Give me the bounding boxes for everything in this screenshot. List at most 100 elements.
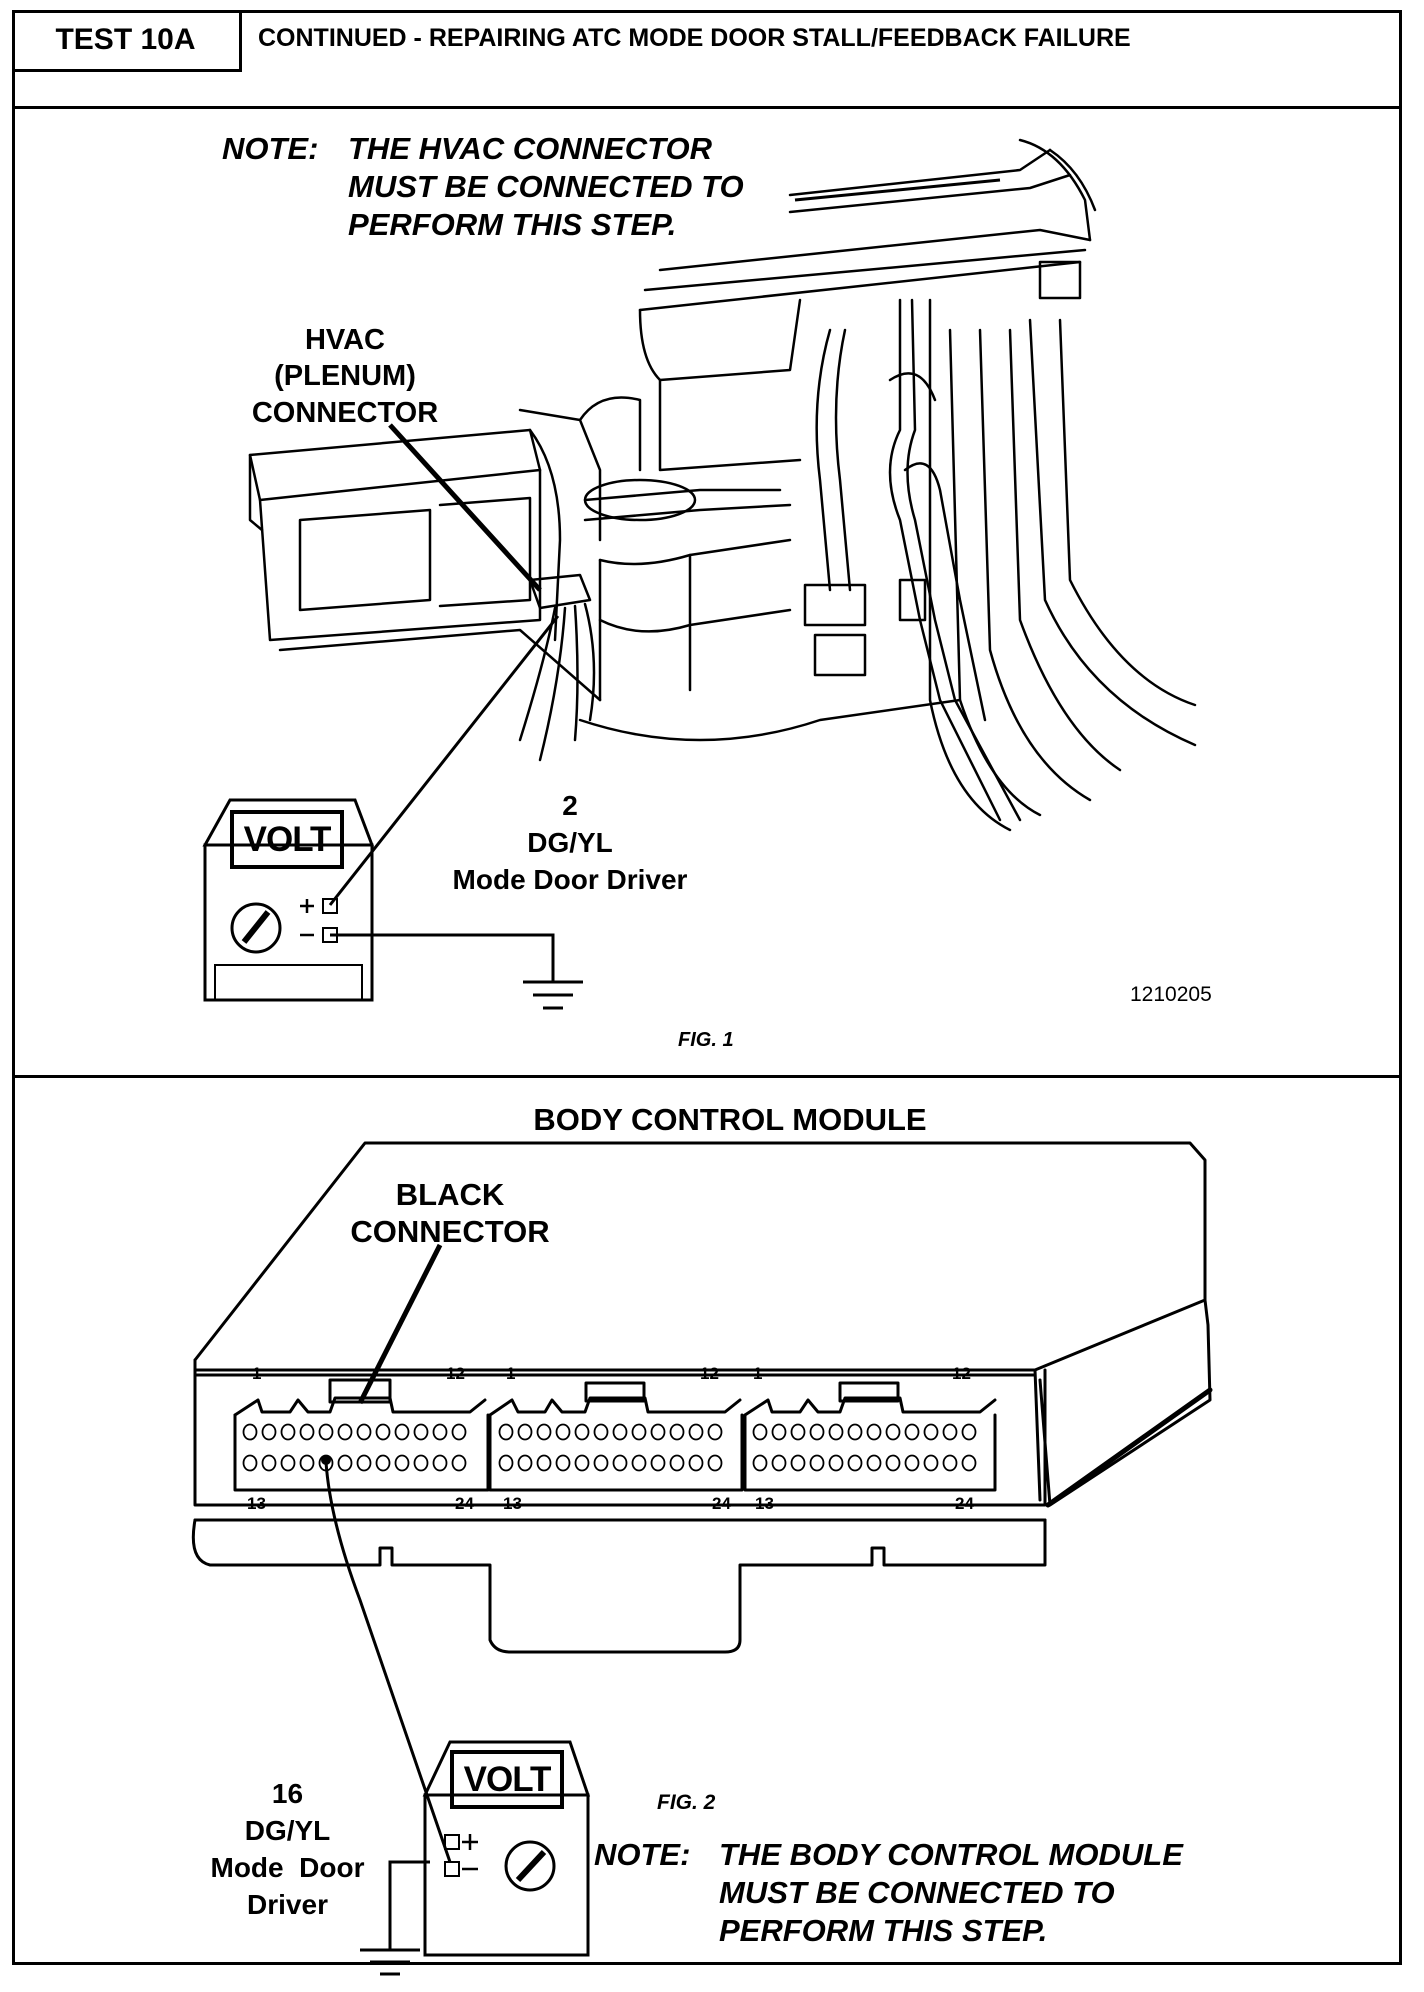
pin-label-top: 1: [753, 1364, 763, 1383]
fig1-connector-label: HVAC (PLENUM) CONNECTOR: [220, 322, 470, 431]
connector-pin-cavity: [961, 1423, 977, 1441]
fig1-dash-rib: [638, 260, 1082, 312]
connector-pin-cavity: [498, 1454, 514, 1472]
fig1-caption: FIG. 1: [678, 1029, 734, 1051]
bcm-right-face: [1038, 1298, 1212, 1507]
fig1-cowl-panel: [978, 328, 1092, 802]
connector-pin-cavity: [394, 1454, 410, 1472]
fig2-ground-wire: [388, 1860, 430, 1950]
connector-pin-cavity: [904, 1423, 920, 1441]
fig2-ground-symbol: [360, 1948, 420, 1976]
connector-pin-cavity: [809, 1454, 825, 1472]
fig2-connector-leader: [357, 1243, 443, 1405]
connector-pin-cavity: [261, 1454, 277, 1472]
connector-pin-cavity: [866, 1423, 882, 1441]
connector-pin-cavity: [631, 1423, 647, 1441]
pin-label-top: 1: [506, 1364, 516, 1383]
connector-pin-cavity: [771, 1454, 787, 1472]
connector-pin-cavity: [650, 1423, 666, 1441]
connector-pin-cavity: [866, 1454, 882, 1472]
fig1-plenum-housing: [598, 538, 792, 566]
fig1-ground-symbol: [523, 980, 583, 1010]
fig1-dash-rib: [658, 228, 1092, 272]
connector-pin-cavity: [394, 1423, 410, 1441]
connector-pin-cavity: [790, 1423, 806, 1441]
fig2-connector-label-line: CONNECTOR: [350, 1214, 550, 1250]
fig1-harness: [888, 372, 937, 402]
connector-pin-cavity: [771, 1423, 787, 1441]
connector-pin-cavity: [650, 1454, 666, 1472]
connector-pin-cavity: [242, 1423, 258, 1441]
fig1-plenum-housing: [578, 698, 962, 742]
pin-label-bottom: 13: [247, 1494, 266, 1513]
connector-pin-cavity: [432, 1454, 448, 1472]
figure-divider: [12, 1075, 1402, 1078]
connector-pin-cavity: [318, 1423, 334, 1441]
fig2-title: BODY CONTROL MODULE: [533, 1102, 927, 1137]
pin-label-top: 12: [700, 1364, 719, 1383]
pin-label-top: 1: [252, 1364, 262, 1383]
fig1-inline-connector: [803, 583, 867, 627]
fig2-wire-label: 16 DG/YL Mode Door Driver: [180, 1776, 395, 1924]
fig1-voltmeter: [202, 798, 375, 1002]
bcm-edge: [1045, 1387, 1213, 1508]
connector-pin-cavity: [707, 1454, 723, 1472]
bcm-pin-grid: [242, 1423, 977, 1472]
fig1-connector-wires: [518, 606, 557, 742]
connector-pin-cavity: [885, 1454, 901, 1472]
fig2-note-line: THE BODY CONTROL MODULE: [719, 1837, 1183, 1872]
connector-pin-cavity: [688, 1454, 704, 1472]
connector-pin-cavity: [669, 1423, 685, 1441]
fig1-ground-wire: [330, 933, 555, 982]
fig1-wire-function: Mode Door Driver: [452, 863, 688, 895]
fig2-note-line: MUST BE CONNECTED TO: [719, 1874, 1115, 1910]
connector-pin-cavity: [752, 1423, 768, 1441]
connector-pin-cavity: [413, 1454, 429, 1472]
fig1-harness: [834, 328, 852, 592]
fig2-wire-color: DG/YL: [244, 1814, 331, 1846]
fig1-dash-rib: [788, 148, 1052, 197]
connector-pin-cavity: [885, 1423, 901, 1441]
connector-pin-cavity: [555, 1454, 571, 1472]
connector-pin-cavity: [498, 1423, 514, 1441]
fig1-connector-wires: [538, 606, 567, 762]
header-divider: [12, 106, 1402, 109]
bcm-connector-middle: [488, 1413, 744, 1492]
fig2-caption: FIG. 2: [657, 1791, 716, 1814]
fig1-connector-label-line: HVAC: [304, 324, 386, 356]
connector-pin-cavity: [280, 1454, 296, 1472]
connector-pin-cavity: [451, 1423, 467, 1441]
pin-label-bottom: 13: [503, 1494, 522, 1513]
fig1-wire-label: 2 DG/YL Mode Door Driver: [400, 788, 740, 899]
fig1-wire-color: DG/YL: [527, 826, 613, 858]
connector-pin-cavity: [242, 1454, 258, 1472]
connector-pin-cavity: [828, 1423, 844, 1441]
fig2-note-line: PERFORM THIS STEP.: [719, 1912, 1048, 1948]
bcm-connector-black: [233, 1396, 487, 1417]
fig2-meter-label: VOLT: [463, 1760, 552, 1799]
fig1-hvac-connector: [528, 573, 592, 610]
test-id: TEST 10A: [55, 22, 196, 56]
connector-pin-cavity: [299, 1423, 315, 1441]
connector-pin-cavity: [669, 1454, 685, 1472]
fig1-connector-leader: [388, 423, 542, 592]
fig2-voltmeter: [422, 1740, 591, 1957]
fig1-connector-label-line: (PLENUM): [274, 360, 416, 393]
fig2-pin-number: 16: [271, 1778, 304, 1809]
connector-pin-cavity: [517, 1423, 533, 1441]
fig1-harness: [903, 462, 987, 722]
bcm-top-face: [193, 1141, 1207, 1372]
fig2-note-keyword: NOTE:: [594, 1837, 691, 1872]
bcm-connector-right: [743, 1413, 997, 1492]
fig1-vent-duct: [438, 496, 532, 608]
fig1-plenum-housing: [578, 396, 642, 472]
fig1-blower-motor: [583, 478, 697, 522]
fig1-plenum-housing: [658, 378, 802, 472]
connector-pin-cavity: [536, 1423, 552, 1441]
connector-pin-cavity: [593, 1454, 609, 1472]
connector-pin-cavity: [356, 1454, 372, 1472]
connector-pin-cavity: [828, 1454, 844, 1472]
connector-pin-cavity: [375, 1454, 391, 1472]
